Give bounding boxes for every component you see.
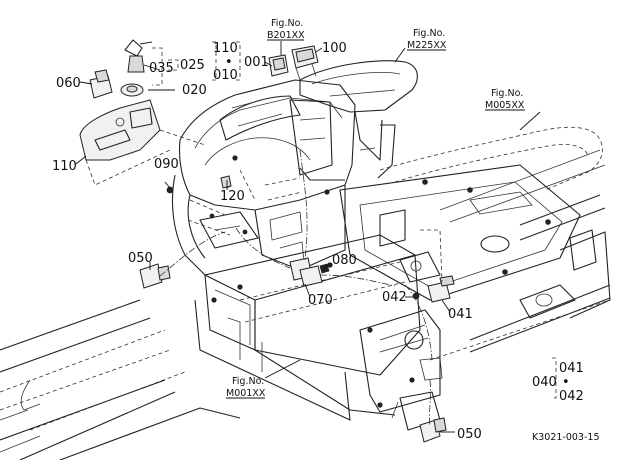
drawing-code: K3021-003-15 [532, 432, 599, 443]
small-parts [139, 175, 455, 443]
lower-center-frame [194, 234, 443, 431]
label-035: 035 [149, 61, 174, 76]
label-060: 060 [56, 76, 81, 91]
fig-ref-m005-number: M005XX [485, 100, 525, 111]
label-041-right: 041 [559, 361, 584, 376]
label-080: 080 [332, 253, 357, 268]
key-switch-assembly [79, 39, 161, 161]
fig-ref-m001-title: Fig.No. [232, 376, 264, 387]
label-070: 070 [308, 293, 333, 308]
part-number-labels: 035 025 020 110 • 010 001 100 060 110 09… [52, 41, 584, 442]
label-120: 120 [220, 189, 245, 204]
label-042-center: 042 [382, 290, 407, 305]
left-frame-rails [0, 299, 241, 460]
label-bullet-041-042: • [562, 375, 570, 390]
label-001: 001 [244, 55, 269, 70]
fig-ref-b201-number: B201XX [267, 30, 305, 41]
leader-lines [75, 41, 557, 433]
label-020: 020 [182, 83, 207, 98]
center-deck [339, 164, 597, 301]
fig-ref-m001-number: M001XX [226, 388, 266, 399]
fig-ref-m225-number: M225XX [407, 40, 447, 51]
fig-ref-m005-title: Fig.No. [491, 88, 523, 99]
fig-ref-m225-title: Fig.No. [413, 28, 445, 39]
label-110-upper: 110 [213, 41, 238, 56]
dashboard-cover [171, 79, 356, 276]
label-050-lower: 050 [457, 427, 482, 442]
main-frame-right [379, 126, 611, 361]
upper-tray-m225 [299, 60, 418, 179]
label-050-upper: 050 [128, 251, 153, 266]
label-bullet-110-010: • [225, 55, 233, 70]
fig-ref-b201-title: Fig.No. [271, 18, 303, 29]
label-090: 090 [154, 157, 179, 172]
figure-references: Fig.No. B201XX Fig.No. M225XX Fig.No. M0… [226, 18, 525, 399]
label-010: 010 [213, 68, 238, 83]
label-100: 100 [322, 41, 347, 56]
label-025: 025 [180, 58, 205, 73]
label-041-center: 041 [448, 307, 473, 322]
label-110-lower: 110 [52, 159, 77, 174]
label-042-right: 042 [559, 389, 584, 404]
label-040: 040 [532, 375, 557, 390]
switch-001-100 [268, 45, 319, 81]
wire-harness [159, 149, 396, 287]
